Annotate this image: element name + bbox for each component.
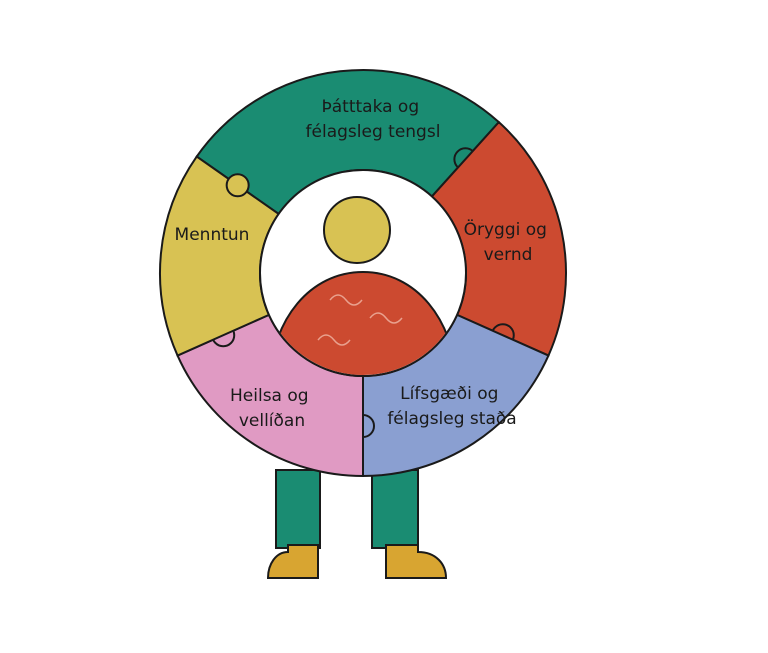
child-figure bbox=[268, 196, 458, 375]
left-boot bbox=[266, 544, 319, 579]
child-legs bbox=[266, 469, 448, 579]
label-participation: Þátttaka og félagsleg tengsl bbox=[306, 97, 441, 142]
right-leg bbox=[371, 469, 419, 549]
label-education: Menntun bbox=[175, 225, 250, 245]
child-head bbox=[323, 196, 391, 264]
label-quality-of-life: Lífsgæði og félagsleg staða bbox=[387, 384, 516, 429]
label-safety: Öryggi og vernd bbox=[464, 218, 553, 265]
segment-labels: Þátttaka og félagsleg tengsl Öryggi og v… bbox=[175, 97, 553, 431]
right-boot bbox=[385, 544, 448, 579]
puzzle-ring bbox=[159, 69, 567, 478]
shirt-pattern bbox=[317, 294, 403, 346]
left-leg bbox=[275, 469, 321, 549]
label-health: Heilsa og vellíðan bbox=[230, 386, 314, 431]
puzzle-knob-education bbox=[225, 173, 250, 198]
